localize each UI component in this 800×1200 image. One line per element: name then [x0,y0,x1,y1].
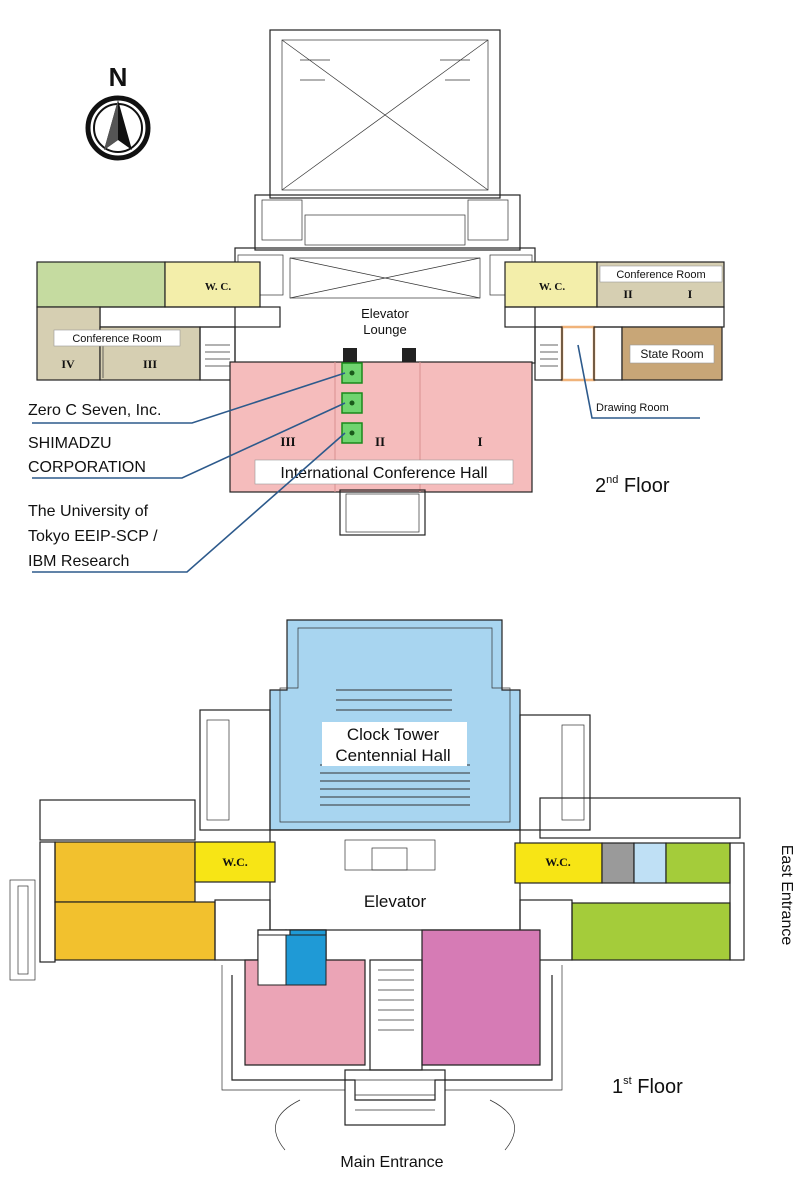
hall-iii-label: III [280,434,295,449]
wc-east-2f-label: W. C. [539,281,565,293]
clock-tower-hall-label-line1: Clock Tower [347,725,440,744]
exhibitor-utokyo-line2: Tokyo EEIP-SCP / [28,528,158,545]
elevator-lounge-label-line1: Elevator [361,306,409,321]
drawing-room-label: Drawing Room [596,402,669,414]
exhibitor-shimadzu-line2: CORPORATION [28,459,146,476]
elevator-1f-label: Elevator [364,892,427,911]
wc-west-1f-label: W.C. [222,855,248,869]
clock-tower-hall-label-line2: Centennial Hall [335,746,450,765]
first-floor-plan [9,619,745,1151]
conference-room-ii-label: II [623,287,633,301]
exhibitor-utokyo-line1: The University of [28,503,149,520]
floor-1-label: 1st Floor [612,1075,683,1098]
wc-west-2f-label: W. C. [205,281,231,293]
conference-room-iv-label: IV [61,357,75,371]
exhibitor-shimadzu-line1: SHIMADZU [28,435,112,452]
conference-room-west-label: Conference Room [72,333,161,345]
state-room-label: State Room [640,347,703,361]
elevator-lounge-label-line2: Lounge [363,322,406,337]
conference-room-east-label: Conference Room [616,269,705,281]
hall-ii-label: II [375,434,385,449]
wc-east-1f-label: W.C. [545,855,571,869]
floor-2-label: 2nd Floor [595,474,670,497]
north-arrow-icon [85,95,151,161]
conference-room-i-label: I [688,287,693,301]
exhibitor-zero-c-seven: Zero C Seven, Inc. [28,402,161,419]
main-entrance-label: Main Entrance [340,1154,443,1171]
compass-north-letter: N [109,62,128,92]
conference-room-iii-label: III [143,357,157,371]
exhibitor-utokyo-line3: IBM Research [28,553,129,570]
east-entrance-label: East Entrance [778,845,795,946]
hall-i-label: I [477,434,482,449]
international-conference-hall-label: International Conference Hall [280,465,487,482]
